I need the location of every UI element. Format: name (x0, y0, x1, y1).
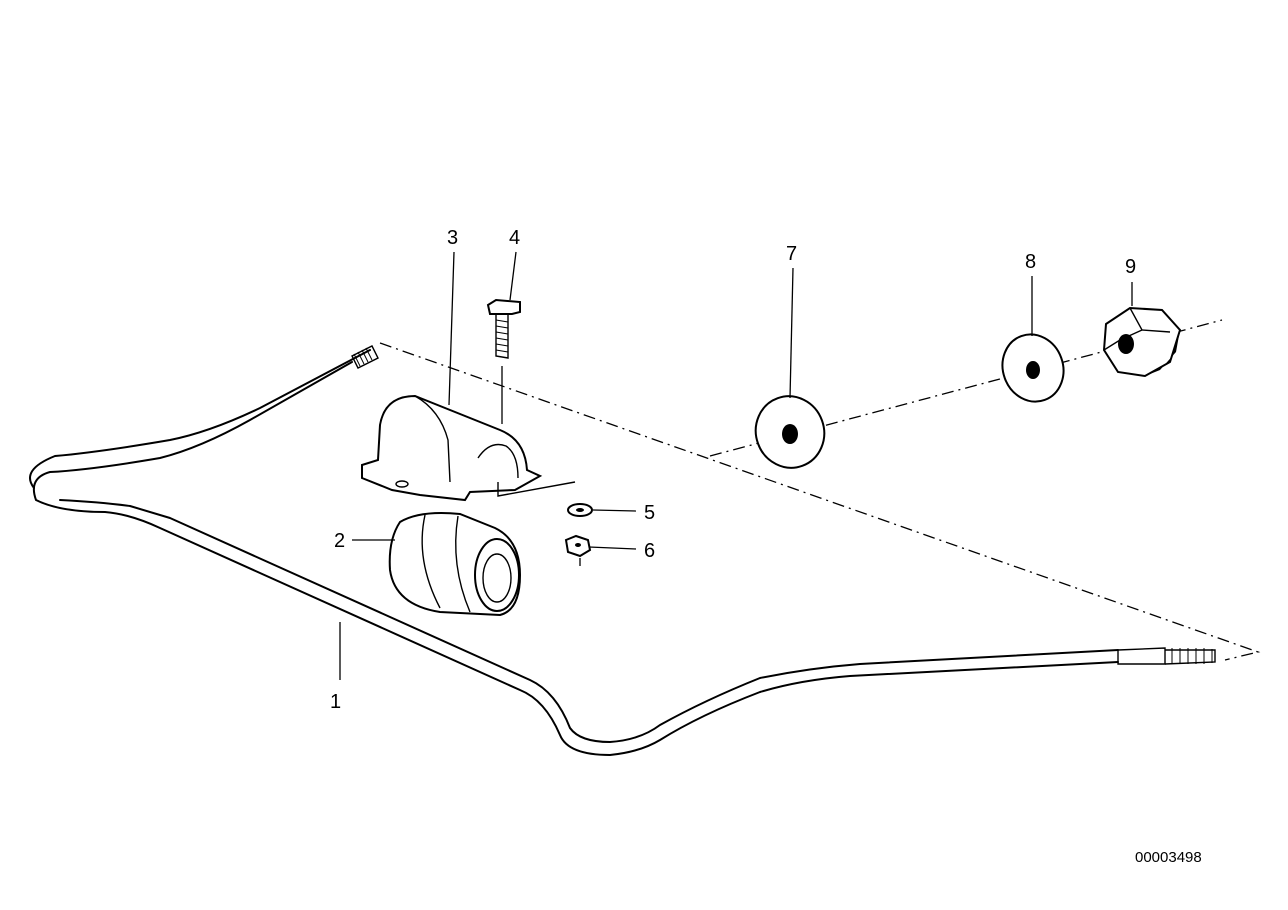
leader-line-3 (448, 251, 455, 406)
drawing-number: 00003498 (1135, 849, 1202, 866)
leader-line-5 (592, 509, 637, 512)
leader-line-4 (509, 251, 517, 301)
large-washer-left (754, 395, 826, 469)
hex-bolt (486, 298, 521, 424)
callout-9: 9 (1125, 256, 1136, 278)
small-hex-nut (564, 534, 592, 566)
callout-7: 7 (786, 243, 797, 265)
callout-1: 1 (330, 691, 341, 713)
leader-line-6 (588, 546, 637, 550)
mounting-clamp (361, 394, 576, 502)
self-locking-nut (1102, 306, 1182, 378)
rubber-bushing (388, 512, 522, 617)
stabilizer-bar (29, 345, 1216, 756)
callout-5: 5 (644, 502, 655, 524)
leader-line-7 (789, 267, 794, 399)
callout-3: 3 (447, 227, 458, 249)
callout-2: 2 (334, 530, 345, 552)
callout-8: 8 (1025, 251, 1036, 273)
small-washer (567, 503, 593, 517)
callout-4: 4 (509, 227, 520, 249)
callout-6: 6 (644, 540, 655, 562)
assembly-axis-line (379, 342, 1261, 661)
large-washer-right (1001, 333, 1065, 403)
